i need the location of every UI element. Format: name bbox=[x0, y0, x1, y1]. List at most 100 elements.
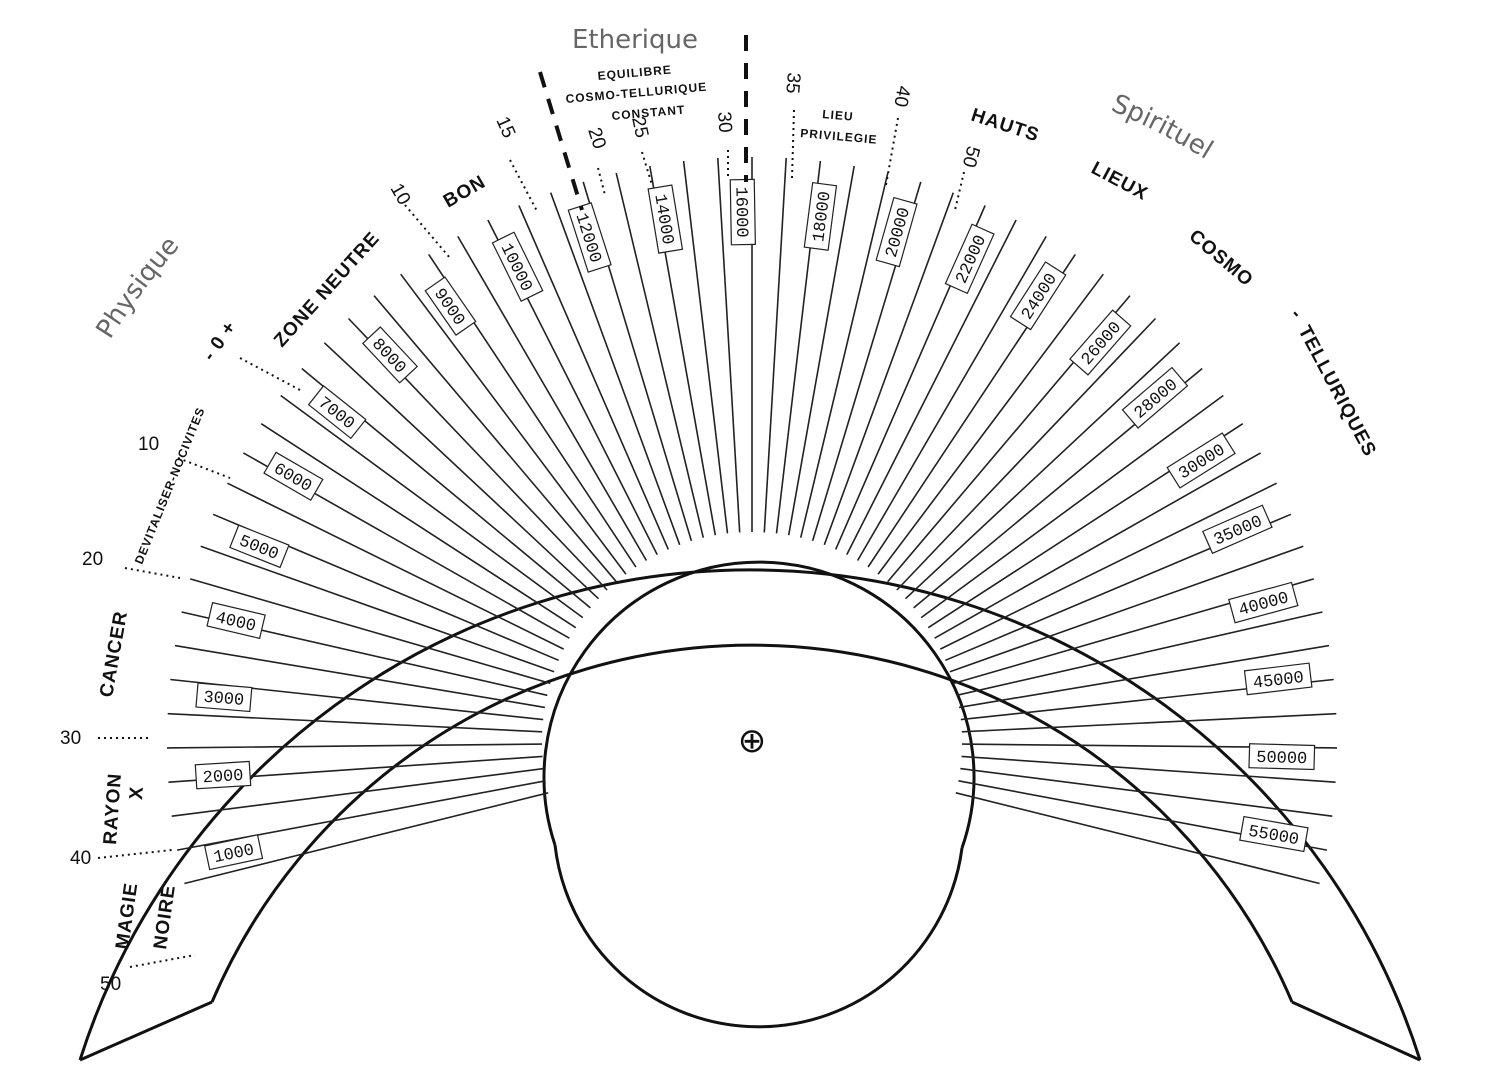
value-label-box bbox=[491, 231, 544, 302]
ray-line bbox=[457, 235, 648, 561]
value-label-box bbox=[803, 181, 838, 251]
zone-neutre: ZONE NEUTRE bbox=[270, 228, 384, 351]
ray-line bbox=[961, 755, 1336, 783]
ray-line bbox=[717, 157, 741, 533]
value-label-box bbox=[1009, 261, 1067, 331]
value-label: 4000 bbox=[206, 601, 266, 640]
ray-line bbox=[763, 157, 787, 533]
zone-cosmo-tellurique: COSMO-TELLURIQUE bbox=[565, 80, 708, 106]
zone-equilibre: EQUILIBRE bbox=[597, 63, 672, 83]
ray-line bbox=[174, 644, 546, 709]
ray-line bbox=[227, 482, 565, 650]
left-tick-20-line bbox=[124, 567, 181, 579]
ray-line bbox=[856, 235, 1047, 561]
ray-line bbox=[400, 273, 627, 575]
zone-dash: - bbox=[1286, 304, 1307, 323]
zone-constant: CONSTANT bbox=[611, 103, 686, 123]
ray-line bbox=[189, 578, 551, 685]
outer-arc bbox=[78, 568, 1422, 1061]
right-edge bbox=[1291, 1000, 1421, 1062]
ray-line bbox=[787, 165, 855, 536]
value-label: 14000 bbox=[647, 184, 684, 254]
ray-line bbox=[682, 160, 729, 534]
zone-telluriques: TELLURIQUES bbox=[1294, 322, 1381, 460]
value-label-box bbox=[195, 682, 253, 713]
value-label: 18000 bbox=[803, 181, 838, 251]
zone-hauts: HAUTS bbox=[968, 105, 1041, 147]
value-label-box bbox=[1121, 366, 1189, 429]
ray-line bbox=[896, 317, 1157, 591]
ray-line bbox=[877, 273, 1104, 575]
top-tick-20-line bbox=[597, 167, 606, 196]
center-notch bbox=[553, 844, 964, 1029]
ray-line bbox=[280, 394, 584, 619]
value-label: 45000 bbox=[1243, 662, 1313, 696]
top-tick-10: 10 bbox=[386, 180, 415, 209]
left-tick-50: 50 bbox=[100, 974, 121, 995]
ray-line bbox=[956, 611, 1323, 697]
left-scale: 50 40 30 20 10 bbox=[60, 357, 301, 995]
value-label-text: 16000 bbox=[730, 186, 750, 237]
ray-line bbox=[846, 219, 1017, 555]
value-label-text: 3000 bbox=[203, 689, 245, 711]
zone-noire: NOIRE bbox=[150, 883, 180, 950]
value-label: 40000 bbox=[1228, 581, 1299, 624]
left-tick-30: 30 bbox=[60, 728, 81, 749]
value-label-box bbox=[729, 178, 756, 246]
zone-magie: MAGIE bbox=[112, 881, 142, 951]
ray-line bbox=[823, 192, 955, 546]
value-label: 24000 bbox=[1009, 261, 1067, 331]
ray-line bbox=[518, 205, 670, 550]
value-label-text: 50000 bbox=[1256, 749, 1308, 769]
value-label: 9000 bbox=[424, 276, 477, 336]
value-label-box bbox=[424, 276, 477, 336]
dial-frame bbox=[78, 560, 1422, 1062]
zone-rayon: RAYON bbox=[100, 772, 126, 845]
ray-line bbox=[958, 644, 1330, 709]
zone-lieux: LIEUX bbox=[1088, 158, 1152, 205]
value-label: 28000 bbox=[1121, 366, 1189, 429]
value-label: 22000 bbox=[944, 223, 995, 295]
zone-bon: BON bbox=[440, 172, 490, 213]
value-label: 30000 bbox=[1166, 432, 1236, 489]
value-label-box bbox=[307, 385, 367, 440]
value-label-box bbox=[1202, 504, 1273, 555]
ray-line bbox=[955, 792, 1320, 885]
top-tick-50-line bbox=[954, 171, 965, 211]
value-label-box bbox=[263, 451, 324, 502]
left-tick-40: 40 bbox=[70, 848, 91, 869]
left-tick-10: 10 bbox=[138, 434, 159, 455]
value-label-box bbox=[361, 326, 419, 384]
value-label-box bbox=[875, 196, 918, 268]
ray-line bbox=[166, 743, 543, 749]
left-tick-40-line bbox=[97, 849, 173, 859]
value-label-box bbox=[203, 834, 264, 871]
zone-cancer: CANCER bbox=[96, 609, 132, 699]
ray-line bbox=[939, 482, 1277, 650]
ray-line bbox=[615, 172, 705, 538]
value-label: 7000 bbox=[307, 385, 367, 440]
value-labels: 1000200030004000500060007000800090001000… bbox=[194, 178, 1316, 871]
value-label-box bbox=[206, 601, 266, 640]
ray-line bbox=[799, 172, 889, 538]
top-tick-15: 15 bbox=[491, 113, 519, 141]
etherique-boundary-left bbox=[538, 71, 584, 211]
value-label: 5000 bbox=[229, 524, 290, 569]
zone-cosmo: COSMO bbox=[1185, 226, 1257, 291]
value-label-box bbox=[1243, 662, 1313, 696]
zone-zero-sign: - 0 + bbox=[199, 317, 241, 365]
ray-line bbox=[960, 767, 1333, 817]
ray-line bbox=[949, 545, 1304, 673]
top-tick-25: 25 bbox=[627, 115, 652, 140]
value-label: 26000 bbox=[1069, 309, 1132, 376]
top-tick-40: 40 bbox=[889, 84, 913, 108]
value-label-box bbox=[647, 184, 684, 254]
top-tick-35: 35 bbox=[781, 72, 804, 95]
top-tick-30: 30 bbox=[713, 111, 735, 134]
value-label-box bbox=[1228, 581, 1299, 624]
ray-line bbox=[373, 295, 617, 583]
zone-title-etherique: Etherique bbox=[572, 25, 698, 55]
value-label-box bbox=[1239, 815, 1309, 853]
left-tick-20: 20 bbox=[82, 549, 103, 570]
